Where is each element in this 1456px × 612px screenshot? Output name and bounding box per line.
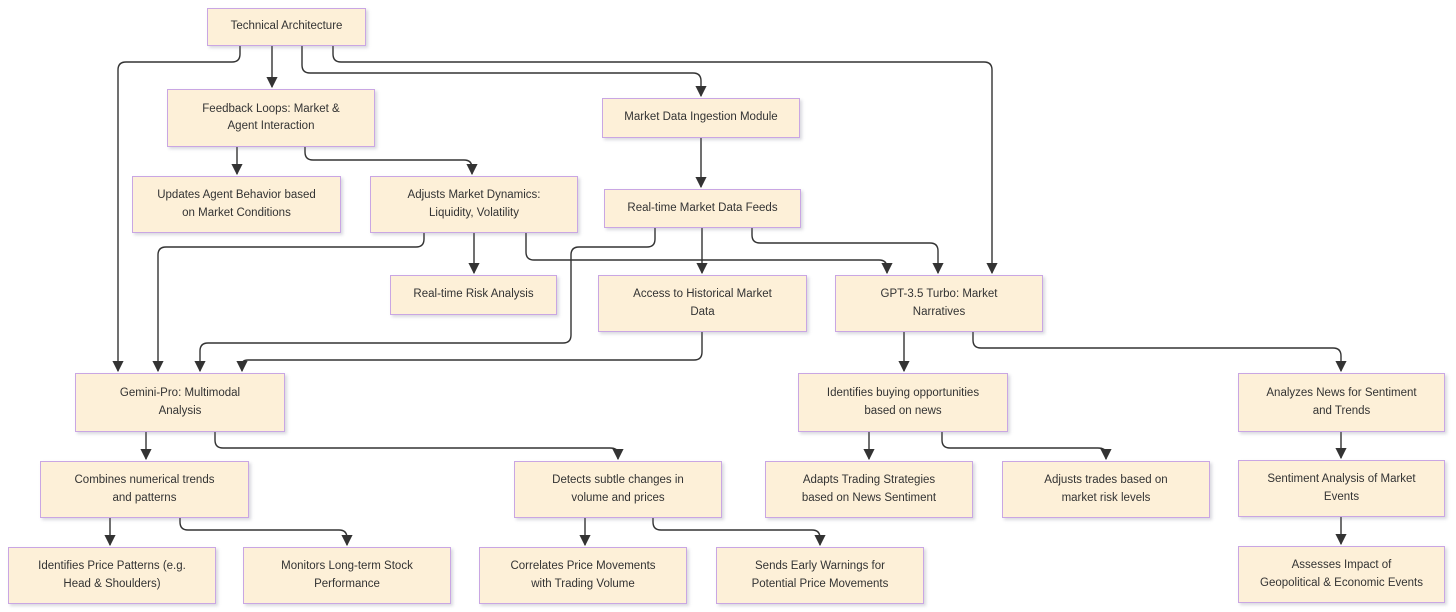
node-combines-numerical-trends: Combines numerical trends and patterns xyxy=(40,461,249,518)
node-adjusts-trades-risk-levels: Adjusts trades based on market risk leve… xyxy=(1002,461,1210,518)
edge-ahmd-gem xyxy=(236,332,703,373)
node-monitors-long-term-stock: Monitors Long-term Stock Performance xyxy=(243,547,451,604)
node-sends-early-warnings: Sends Early Warnings for Potential Price… xyxy=(716,547,924,604)
edge-fl-amd xyxy=(304,147,478,176)
node-gemini-pro-multimodal: Gemini-Pro: Multimodal Analysis xyxy=(75,373,285,432)
edge-ta-gpt xyxy=(332,46,998,275)
node-technical-architecture: Technical Architecture xyxy=(207,8,366,46)
edge-cnt-mls xyxy=(179,518,353,547)
edge-rmdf-gpt xyxy=(751,228,944,275)
edge-rmdf-gem xyxy=(194,228,656,373)
node-assesses-impact-geopolitical: Assesses Impact of Geopolitical & Econom… xyxy=(1238,546,1445,603)
edge-ta-mdim xyxy=(301,46,707,98)
node-identifies-price-patterns: Identifies Price Patterns (e.g. Head & S… xyxy=(8,547,216,604)
node-realtime-risk-analysis: Real-time Risk Analysis xyxy=(390,275,557,315)
edge-gem-dsc xyxy=(214,432,624,461)
node-sentiment-analysis-events: Sentiment Analysis of Market Events xyxy=(1238,460,1445,517)
node-adapts-trading-strategies: Adapts Trading Strategies based on News … xyxy=(765,461,973,518)
node-access-historical-market-data: Access to Historical Market Data xyxy=(598,275,807,332)
edge-amd-gem xyxy=(152,233,425,373)
edge-amd-gpt xyxy=(525,233,893,275)
edge-dsc-sew xyxy=(652,518,826,547)
node-adjusts-market-dynamics: Adjusts Market Dynamics: Liquidity, Vola… xyxy=(370,176,578,233)
node-market-data-ingestion-module: Market Data Ingestion Module xyxy=(602,98,800,138)
node-detects-subtle-changes: Detects subtle changes in volume and pri… xyxy=(514,461,722,518)
node-analyzes-news-sentiment: Analyzes News for Sentiment and Trends xyxy=(1238,373,1445,432)
node-feedback-loops: Feedback Loops: Market & Agent Interacti… xyxy=(167,89,375,147)
node-correlates-price-movements: Correlates Price Movements with Trading … xyxy=(479,547,687,604)
edge-ibo-atr xyxy=(941,432,1112,461)
edge-gpt-ans xyxy=(972,332,1347,373)
edge-ta-gem xyxy=(112,46,241,373)
node-realtime-market-data-feeds: Real-time Market Data Feeds xyxy=(604,189,801,228)
node-updates-agent-behavior: Updates Agent Behavior based on Market C… xyxy=(132,176,341,233)
node-gpt35-turbo-market-narratives: GPT-3.5 Turbo: Market Narratives xyxy=(835,275,1043,332)
node-identifies-buying-opportunities: Identifies buying opportunities based on… xyxy=(798,373,1008,432)
